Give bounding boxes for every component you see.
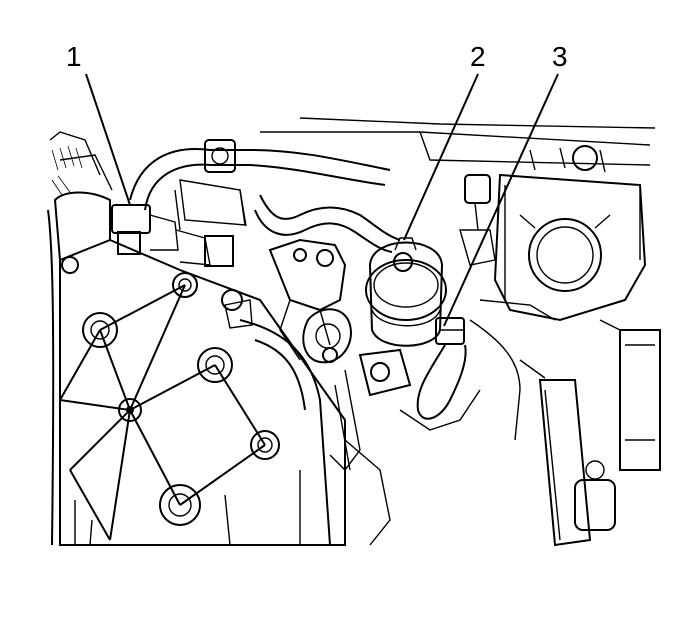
callout-label-2: 2 [470, 41, 486, 72]
coolant-reservoir [493, 145, 647, 322]
upper-hoses [129, 139, 401, 253]
callout-label-3: 3 [552, 41, 568, 72]
connector-3 [416, 174, 496, 420]
callout-leader-2 [403, 73, 479, 241]
right-frame-rail [519, 319, 661, 547]
intake-manifold [47, 191, 346, 546]
callout-label-1: 1 [66, 41, 82, 72]
left-hatching [51, 145, 83, 196]
fuel-rail-area [224, 238, 361, 472]
callout-leader-3 [443, 73, 559, 327]
lower-bracket [344, 299, 556, 546]
callout-leader-1 [85, 73, 131, 206]
fuel-pump [358, 237, 447, 397]
